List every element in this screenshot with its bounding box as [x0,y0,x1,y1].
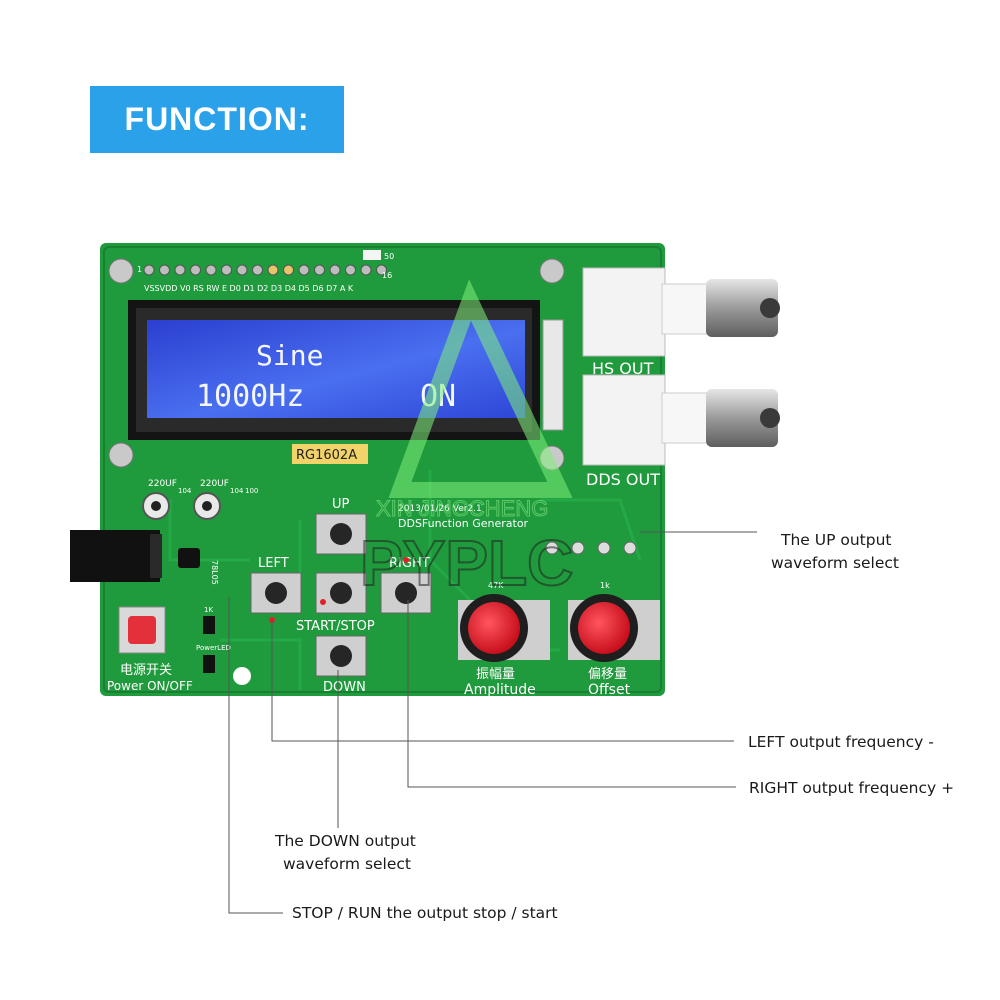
watermark-sub: XIN JINGCHENG [376,496,548,521]
pot-off-label: Offset [588,682,631,698]
header-pin [345,264,356,276]
dds-out-label: DDS OUT [586,470,660,489]
regulator [178,548,200,568]
callout-up-line2: waveform select [771,554,900,572]
header-pin [376,264,387,276]
hs-out-connector[interactable] [582,267,780,357]
header-pin [298,264,310,276]
cap1-label: 220UF [148,479,177,489]
callout-up: The UP output waveform select [771,529,899,575]
function-banner: FUNCTION: [90,86,344,153]
header-pin [159,264,170,276]
offset-knob[interactable] [568,594,660,662]
r100-label: 100 [245,487,258,495]
button-left-label: LEFT [258,556,289,571]
button-right[interactable] [380,572,432,614]
pot-off-value: 1k [600,581,610,590]
callout-stop: STOP / RUN the output stop / start [292,904,558,922]
pot-off-cn: 偏移量 [588,667,627,682]
header-pin [267,264,279,276]
board-date-version: 2013/01/26 Ver2.1 [398,504,482,514]
header-pin [236,264,248,276]
callout-lines [228,531,757,914]
header-pin [329,264,341,276]
pin-first: 1 [137,265,142,274]
pot-amp-label: Amplitude [464,682,536,698]
power-label: Power ON/OFF [107,679,193,693]
button-start-stop-label: START/STOP [296,619,375,634]
pot-amp-cn: 振幅量 [476,667,515,682]
pin-last: 16 [382,271,392,280]
header-pin [283,264,294,276]
hs-out-label: HS OUT [592,359,654,378]
button-left[interactable] [250,572,302,614]
capacitors [142,492,221,520]
pin-labels: VSSVDD V0 RS RW E D0 D1 D2 D3 D4 D5 D6 D… [144,284,354,293]
regulator-label: 78L05 [210,560,219,585]
header-pin [143,264,155,276]
lcd-freq: 1000Hz [196,379,304,414]
pcb-traces [168,470,642,690]
power-led-label: PowerLED [196,644,231,652]
lcd-model: RG1602A [296,448,357,463]
header-pin [221,264,232,276]
pot-amp-value: 47K [488,581,504,590]
dds-out-connector[interactable] [582,374,780,466]
header-pin [314,264,325,276]
callout-right: RIGHT output frequency + [749,779,955,797]
callout-down-line1: The DOWN output [275,832,416,850]
cap2-label: 220UF [200,479,229,489]
watermark-text: PYPLC [360,527,573,599]
header-pin [205,264,217,276]
power-cn-label: 电源开关 [120,663,172,678]
banner-title: FUNCTION: [124,101,310,137]
cap104a-label: 104 [178,487,192,495]
lcd-line1: Sine [256,339,323,372]
watermark: PYPLC XIN JINGCHENG [359,279,574,600]
button-right-label: RIGHT [389,556,430,571]
board-name: DDSFunction Generator [398,517,529,530]
callout-down-line2: waveform select [283,855,412,873]
output-pins [545,541,637,555]
dc-jack [70,530,160,582]
r1k-label: 1K [204,606,213,614]
header-pin [360,264,372,276]
callout-up-line1: The UP output [781,531,892,549]
button-down[interactable] [315,635,367,677]
button-start-stop[interactable] [315,572,367,614]
header-pin [252,264,263,276]
header-pin [190,264,201,276]
button-up-label: UP [332,497,350,512]
amplitude-knob[interactable] [458,594,550,662]
button-down-label: DOWN [323,680,366,695]
callout-down: The DOWN output waveform select [275,830,416,876]
resistor-50-label: 50 [384,252,394,261]
lcd-header-pins [143,264,387,276]
callout-left: LEFT output frequency - [748,733,934,751]
button-up[interactable] [315,513,367,555]
cap104b-label: 104 [230,487,244,495]
header-pin [174,264,186,276]
